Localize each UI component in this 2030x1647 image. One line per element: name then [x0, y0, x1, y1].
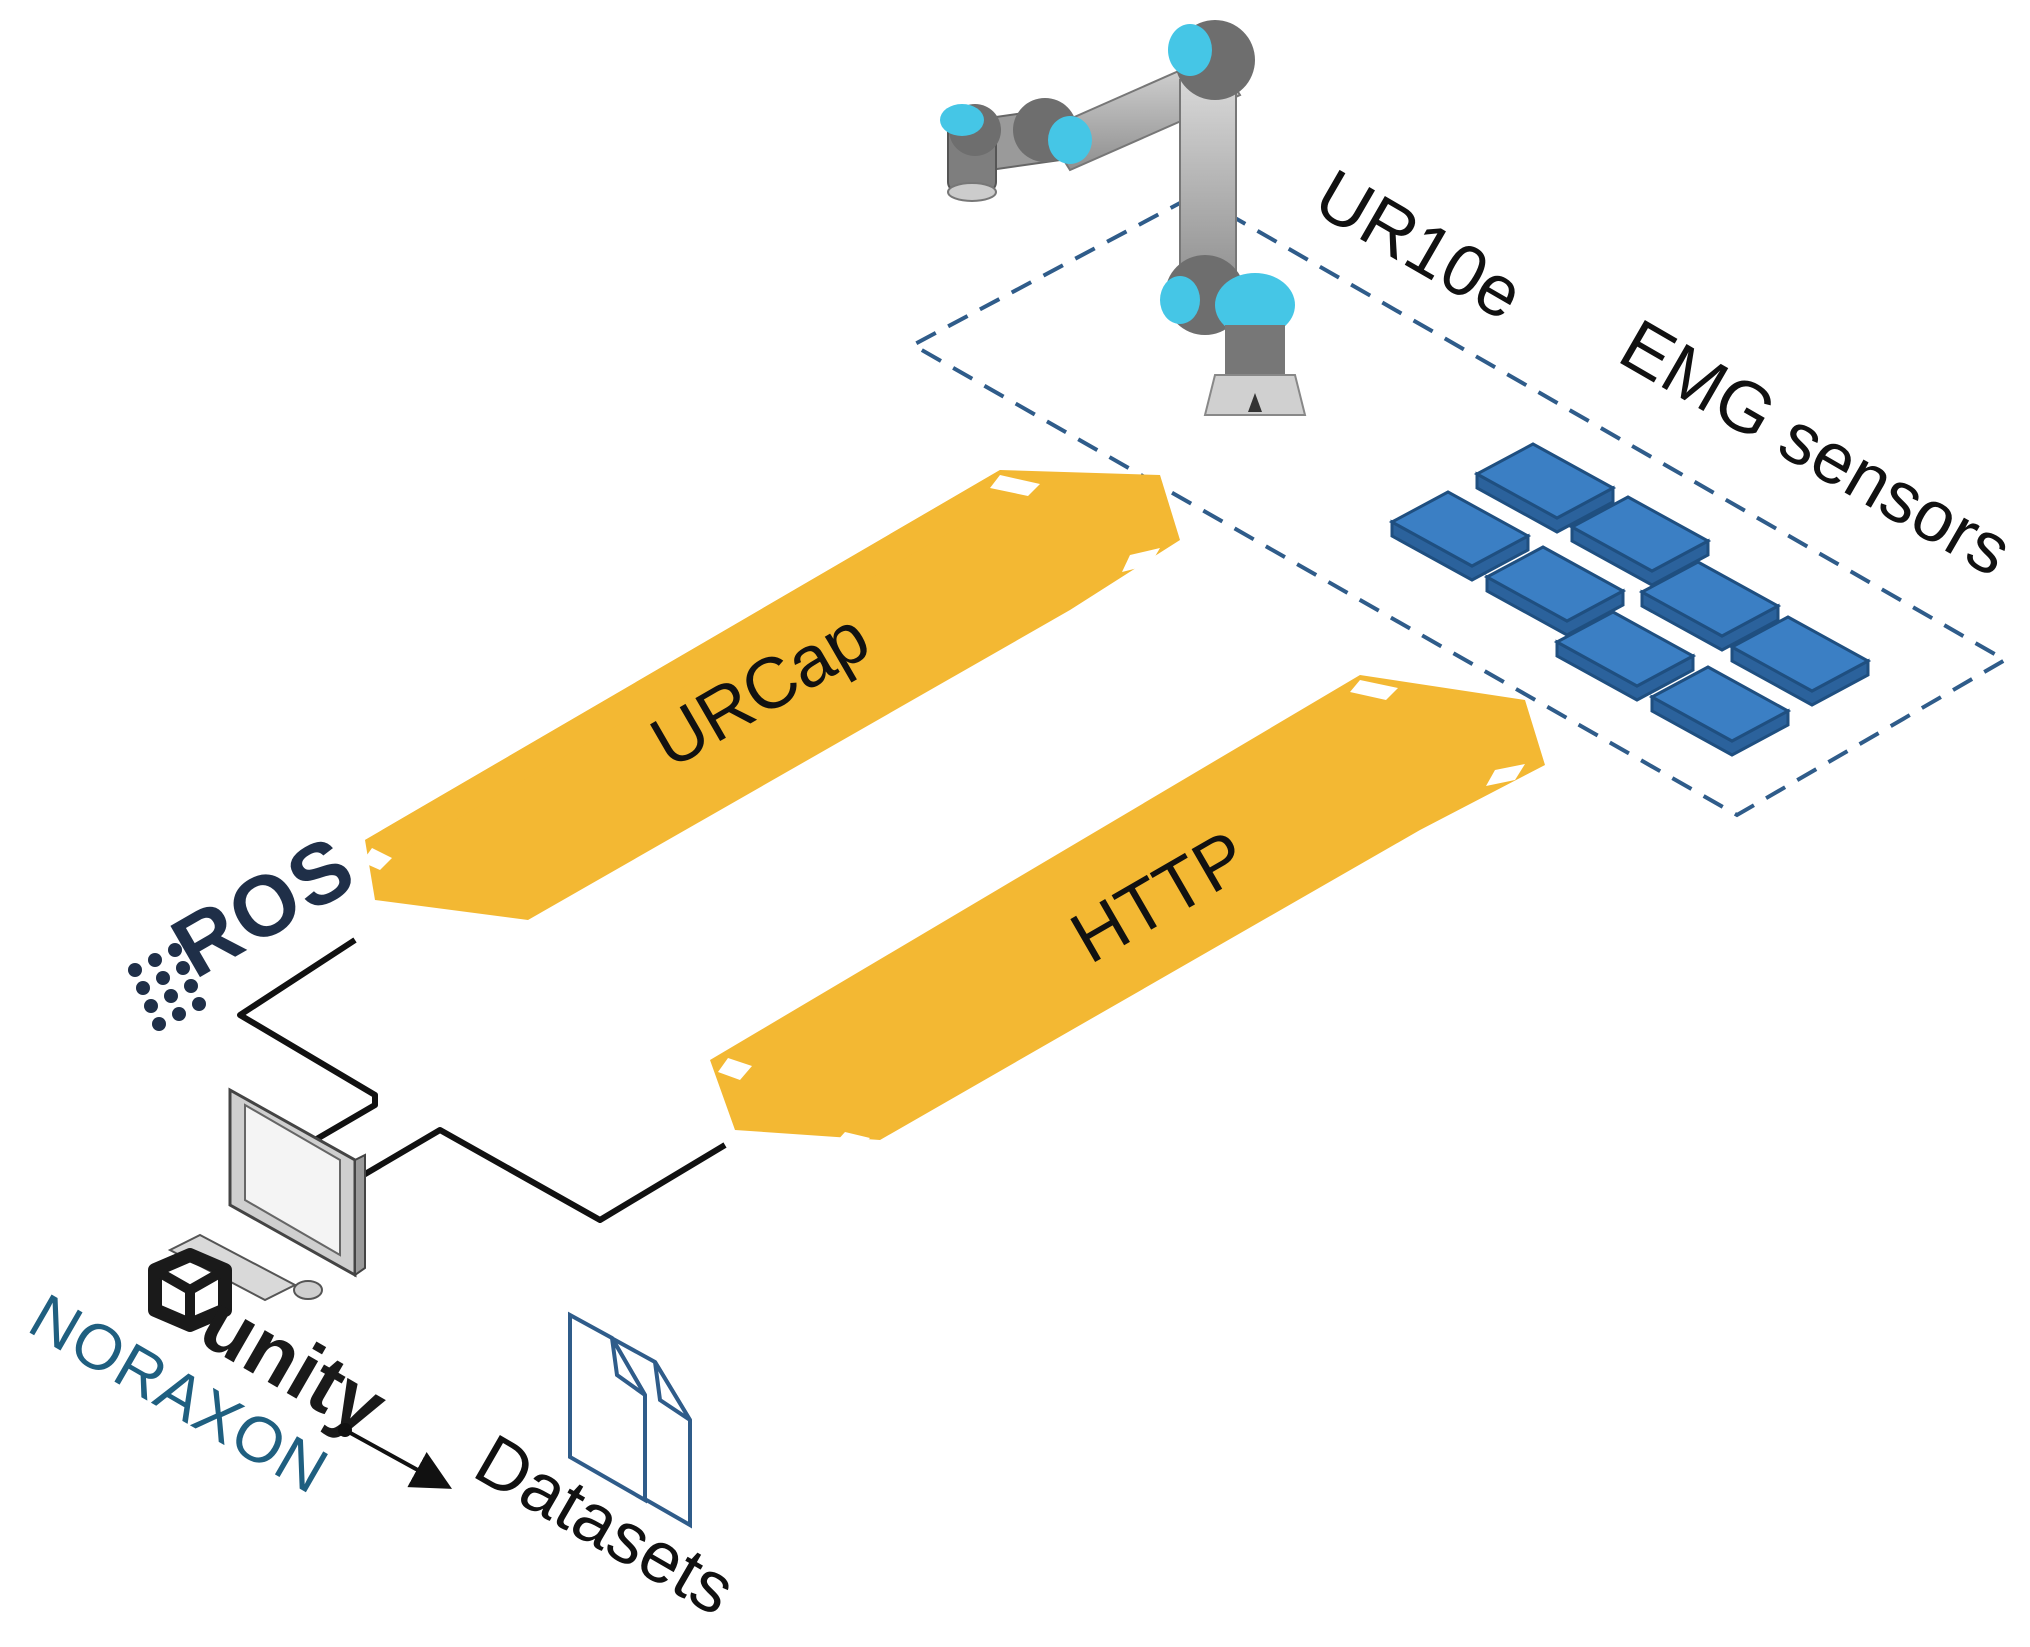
ros-logo-dot	[128, 963, 142, 977]
emg-sensor-grid	[1388, 442, 1872, 757]
ros-logo-dot	[136, 981, 150, 995]
http-cable	[353, 1127, 727, 1223]
ros-logo-dot	[144, 999, 158, 1013]
ros-logo-dot	[164, 989, 178, 1003]
emg-sensor-pad-icon	[1638, 560, 1782, 638]
ros-logo-dot	[184, 979, 198, 993]
ros-logo-dot	[192, 997, 206, 1011]
desktop-computer-icon	[167, 1087, 366, 1302]
unity-logo-icon	[148, 1248, 232, 1332]
ros-logo-dot	[168, 943, 182, 957]
ros-cable	[237, 937, 378, 1143]
robot-arm-icon	[940, 20, 1307, 416]
ros-logo-dot	[172, 1007, 186, 1021]
workspace-dashed-border	[908, 192, 2010, 818]
emg-sensor-pad-icon	[1483, 545, 1627, 623]
ros-logo-dot	[148, 953, 162, 967]
document-stack-icon	[568, 1311, 692, 1529]
urcap-link-arrow	[362, 470, 1180, 936]
ros-logo-dot	[176, 961, 190, 975]
http-link-arrow	[710, 675, 1545, 1148]
output-arrow	[344, 1428, 453, 1489]
emg-sensor-pad-icon	[1728, 615, 1872, 693]
ros-logo-dot	[156, 971, 170, 985]
ros-label: ROS	[157, 817, 372, 996]
robot-label: UR10e	[1302, 155, 1536, 336]
emg-sensor-pad-icon	[1388, 490, 1532, 568]
emg-sensor-pad-icon	[1568, 495, 1712, 573]
ros-logo-dot	[152, 1017, 166, 1031]
emg-sensor-pad-icon	[1553, 610, 1697, 688]
ros-logo-icon	[128, 943, 206, 1031]
emg-sensor-pad-icon	[1473, 442, 1617, 520]
emg-sensor-pad-icon	[1648, 665, 1792, 743]
